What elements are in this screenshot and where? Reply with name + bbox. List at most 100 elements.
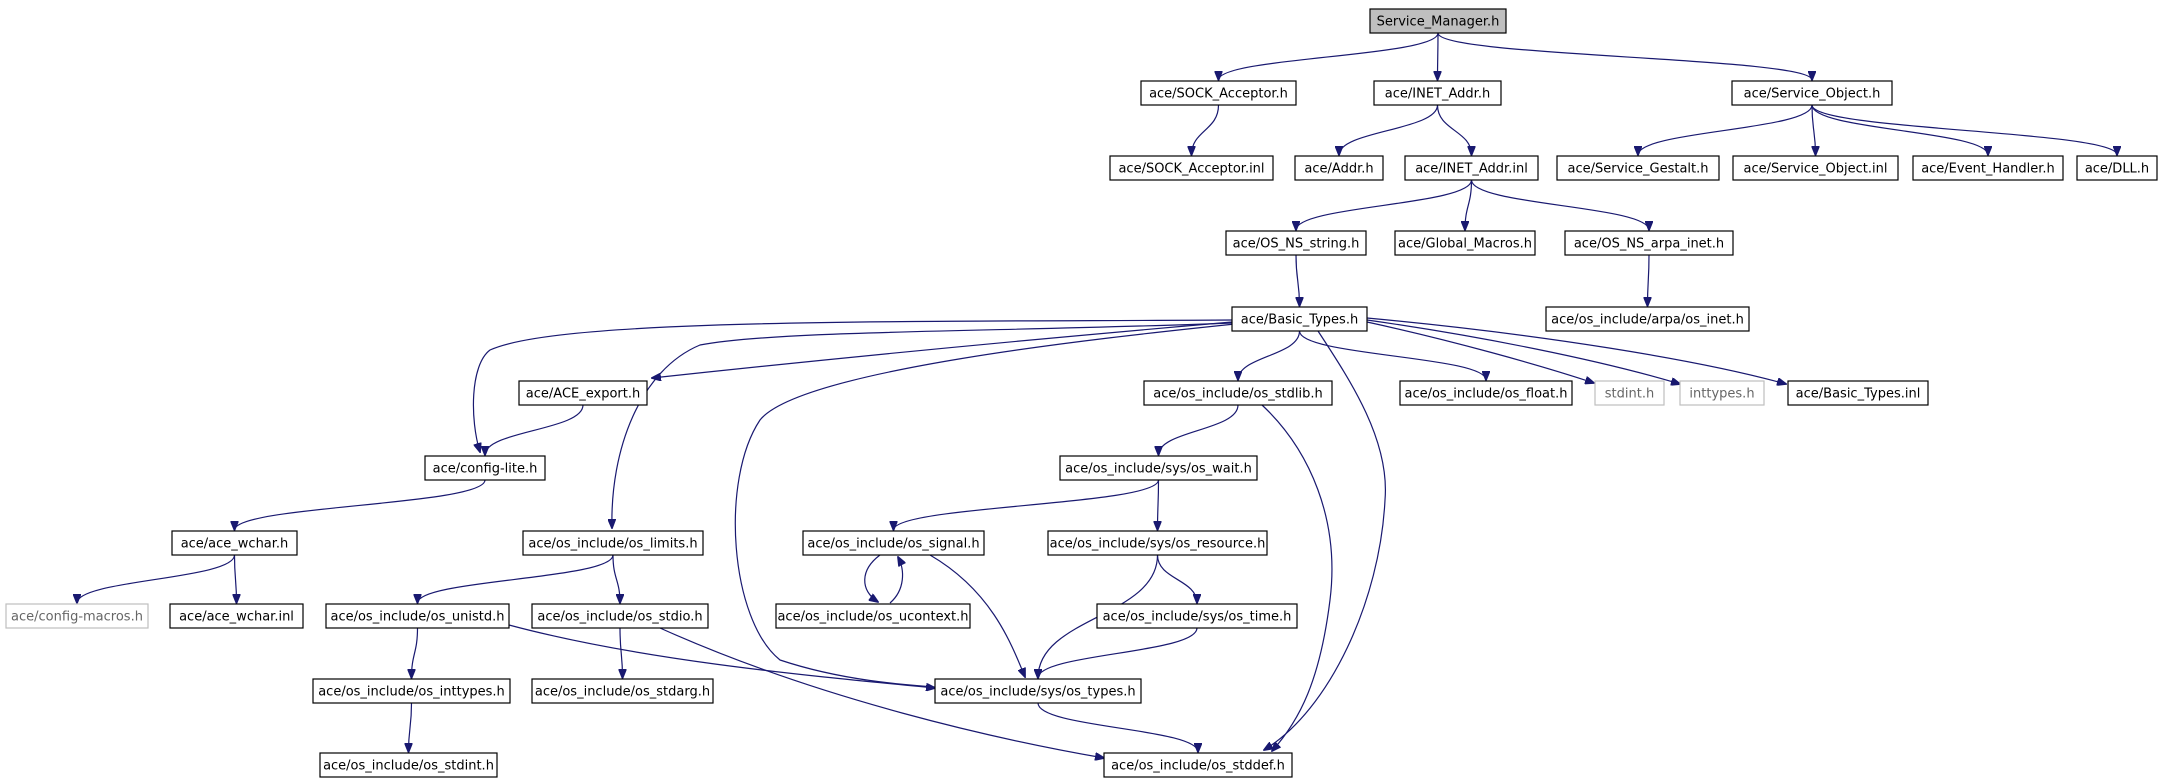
node-box[interactable] xyxy=(1369,8,1507,34)
node-label: ace/config-macros.h xyxy=(11,610,143,625)
node-box[interactable] xyxy=(1564,230,1734,256)
node-box[interactable] xyxy=(1787,380,1929,406)
node-service-object-inl[interactable]: ace/Service_Object.inl xyxy=(1732,155,1899,181)
edge-os-limits-h-to-os-unistd-h xyxy=(418,554,614,603)
node-box[interactable] xyxy=(424,455,546,481)
node-inet-addr-h[interactable]: ace/INET_Addr.h xyxy=(1373,80,1502,106)
edge-service-object-h-to-dll-h xyxy=(1811,104,2117,155)
node-os-stdint-h[interactable]: ace/os_include/os_stdint.h xyxy=(319,752,498,778)
node-box[interactable] xyxy=(1096,603,1298,629)
node-basic-types-h[interactable]: ace/Basic_Types.h xyxy=(1231,306,1368,332)
edge-service-object-h-to-event-handler-h xyxy=(1811,104,1988,155)
node-label: ace/os_include/os_signal.h xyxy=(807,537,979,552)
node-box[interactable] xyxy=(1912,155,2064,181)
node-os-stddef-h[interactable]: ace/os_include/os_stddef.h xyxy=(1103,752,1293,778)
node-os-types-h[interactable]: ace/os_include/sys/os_types.h xyxy=(934,678,1142,704)
node-box[interactable] xyxy=(1059,455,1258,481)
node-os-wait-h[interactable]: ace/os_include/sys/os_wait.h xyxy=(1059,455,1258,481)
node-os-inet-h[interactable]: ace/os_include/arpa/os_inet.h xyxy=(1545,306,1750,332)
node-event-handler-h[interactable]: ace/Event_Handler.h xyxy=(1912,155,2064,181)
node-os-stdio-h[interactable]: ace/os_include/os_stdio.h xyxy=(531,603,709,629)
node-box[interactable] xyxy=(522,530,704,556)
node-inttypes-h[interactable]: inttypes.h xyxy=(1679,380,1765,406)
node-config-macros-h[interactable]: ace/config-macros.h xyxy=(5,603,149,629)
node-service-manager[interactable]: Service_Manager.h xyxy=(1369,8,1507,34)
edge-inet-addr-inl-to-os-ns-string-h xyxy=(1296,179,1473,230)
node-os-limits-h[interactable]: ace/os_include/os_limits.h xyxy=(522,530,704,556)
node-box[interactable] xyxy=(2076,155,2158,181)
node-box[interactable] xyxy=(171,530,298,556)
node-box[interactable] xyxy=(1294,155,1384,181)
node-box[interactable] xyxy=(1373,80,1502,106)
node-sock-acceptor-h[interactable]: ace/SOCK_Acceptor.h xyxy=(1140,80,1297,106)
node-box[interactable] xyxy=(312,678,511,704)
node-inet-addr-inl[interactable]: ace/INET_Addr.inl xyxy=(1404,155,1539,181)
node-label: ace/os_include/sys/os_resource.h xyxy=(1050,537,1266,552)
node-label: ace/ace_wchar.h xyxy=(181,537,289,552)
node-addr-h[interactable]: ace/Addr.h xyxy=(1294,155,1384,181)
node-os-ucontext-h[interactable]: ace/os_include/os_ucontext.h xyxy=(775,603,971,629)
node-ace-export-h[interactable]: ace/ACE_export.h xyxy=(518,380,648,406)
node-box[interactable] xyxy=(325,603,510,629)
node-box[interactable] xyxy=(1732,155,1899,181)
node-box[interactable] xyxy=(775,603,971,629)
node-box[interactable] xyxy=(1231,306,1368,332)
node-os-unistd-h[interactable]: ace/os_include/os_unistd.h xyxy=(325,603,510,629)
node-sock-acceptor-inl[interactable]: ace/SOCK_Acceptor.inl xyxy=(1109,155,1274,181)
edge-os-limits-h-to-os-stdio-h xyxy=(612,554,620,603)
node-service-gestalt-h[interactable]: ace/Service_Gestalt.h xyxy=(1556,155,1720,181)
node-box[interactable] xyxy=(531,603,709,629)
node-label: ace/SOCK_Acceptor.inl xyxy=(1118,162,1264,177)
node-os-ns-arpa-inet-h[interactable]: ace/OS_NS_arpa_inet.h xyxy=(1564,230,1734,256)
node-ace-wchar-inl[interactable]: ace/ace_wchar.inl xyxy=(169,603,304,629)
node-label: ace/Service_Object.inl xyxy=(1744,162,1888,177)
node-box[interactable] xyxy=(934,678,1142,704)
node-label: ace/SOCK_Acceptor.h xyxy=(1149,87,1288,102)
node-os-inttypes-h[interactable]: ace/os_include/os_inttypes.h xyxy=(312,678,511,704)
node-os-time-h[interactable]: ace/os_include/sys/os_time.h xyxy=(1096,603,1298,629)
edge-os-ucontext-h-to-os-signal-h xyxy=(889,557,903,604)
node-os-signal-h[interactable]: ace/os_include/os_signal.h xyxy=(802,530,985,556)
node-box[interactable] xyxy=(5,603,149,629)
node-label: Service_Manager.h xyxy=(1377,15,1500,30)
node-service-object-h[interactable]: ace/Service_Object.h xyxy=(1731,80,1893,106)
node-box[interactable] xyxy=(319,752,498,778)
node-label: ace/config-lite.h xyxy=(433,462,538,477)
node-box[interactable] xyxy=(1109,155,1274,181)
node-os-resource-h[interactable]: ace/os_include/sys/os_resource.h xyxy=(1047,530,1268,556)
node-box[interactable] xyxy=(1556,155,1720,181)
node-basic-types-inl[interactable]: ace/Basic_Types.inl xyxy=(1787,380,1929,406)
node-box[interactable] xyxy=(802,530,985,556)
node-box[interactable] xyxy=(1399,380,1573,406)
node-os-stdarg-h[interactable]: ace/os_include/os_stdarg.h xyxy=(531,678,714,704)
node-box[interactable] xyxy=(1103,752,1293,778)
node-box[interactable] xyxy=(1225,230,1367,256)
node-ace-wchar-h[interactable]: ace/ace_wchar.h xyxy=(171,530,298,556)
node-stdint-h[interactable]: stdint.h xyxy=(1594,380,1665,406)
node-box[interactable] xyxy=(518,380,648,406)
node-os-ns-string-h[interactable]: ace/OS_NS_string.h xyxy=(1225,230,1367,256)
edge-os-stdlib-h-to-os-stddef-h xyxy=(1261,404,1333,751)
node-box[interactable] xyxy=(1679,380,1765,406)
node-box[interactable] xyxy=(1404,155,1539,181)
node-box[interactable] xyxy=(1731,80,1893,106)
node-box[interactable] xyxy=(169,603,304,629)
node-box[interactable] xyxy=(1140,80,1297,106)
node-box[interactable] xyxy=(1394,230,1536,256)
node-label: ace/os_include/os_limits.h xyxy=(528,537,697,552)
node-dll-h[interactable]: ace/DLL.h xyxy=(2076,155,2158,181)
node-os-stdlib-h[interactable]: ace/os_include/os_stdlib.h xyxy=(1143,380,1333,406)
edge-os-stdio-h-to-os-stddef-h xyxy=(659,627,1104,758)
node-global-macros-h[interactable]: ace/Global_Macros.h xyxy=(1394,230,1536,256)
node-label: ace/os_include/os_inttypes.h xyxy=(318,685,505,700)
node-label: ace/OS_NS_arpa_inet.h xyxy=(1574,237,1724,252)
node-box[interactable] xyxy=(1594,380,1665,406)
node-box[interactable] xyxy=(1143,380,1333,406)
node-box[interactable] xyxy=(1047,530,1268,556)
node-os-float-h[interactable]: ace/os_include/os_float.h xyxy=(1399,380,1573,406)
edge-basic-types-h-to-inttypes-h xyxy=(1366,319,1680,384)
node-config-lite-h[interactable]: ace/config-lite.h xyxy=(424,455,546,481)
edge-inet-addr-h-to-addr-h xyxy=(1339,104,1439,155)
node-box[interactable] xyxy=(531,678,714,704)
node-box[interactable] xyxy=(1545,306,1750,332)
